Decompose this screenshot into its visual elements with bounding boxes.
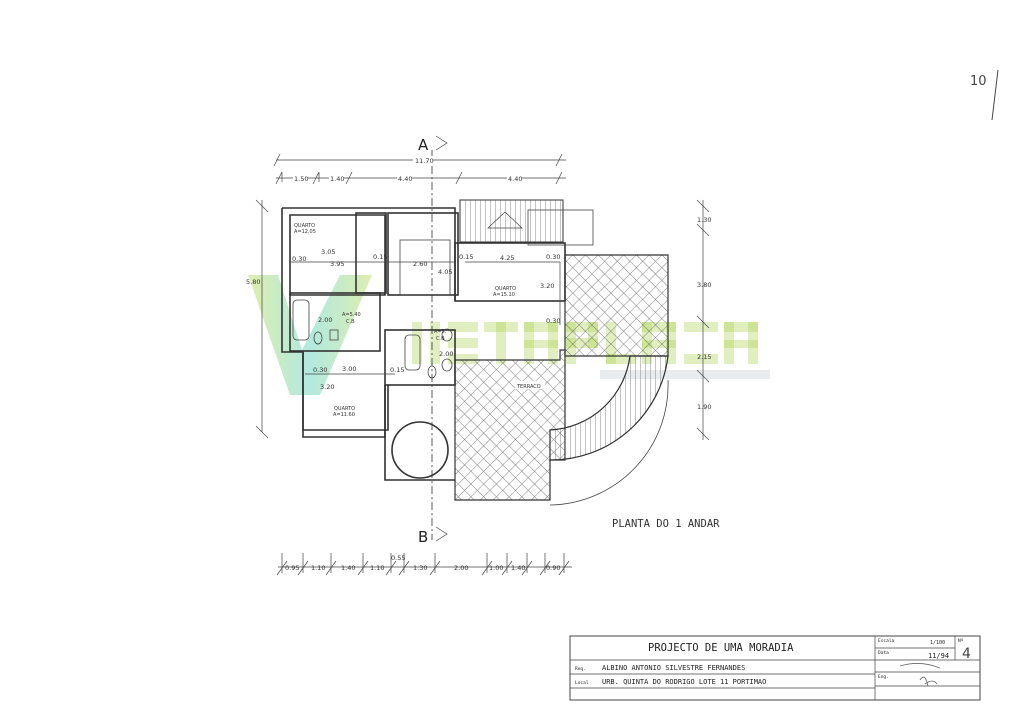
svg-text:Data: Data [878, 650, 889, 656]
svg-text:0.95: 0.95 [285, 564, 299, 572]
sheet-number: 4 [962, 646, 971, 662]
room-name: QUARTO [294, 223, 315, 229]
room-labels: QUARTO A=12.05 QUARTO A=15.10 QUARTO A=1… [294, 223, 545, 418]
title-block: PROJECTO DE UMA MORADIA Req. ALBINO ANTO… [569, 635, 981, 701]
svg-text:3.80: 3.80 [697, 281, 711, 289]
svg-text:Req.: Req. [575, 666, 586, 672]
svg-text:Escala: Escala [878, 638, 895, 644]
svg-text:A=5.40: A=5.40 [342, 312, 361, 318]
section-arrow-a [435, 135, 448, 151]
section-marker-a: A [418, 136, 429, 154]
svg-text:4.40: 4.40 [398, 175, 412, 183]
room-name: QUARTO [334, 406, 355, 412]
page-number: 10 [970, 74, 987, 89]
svg-text:1.00: 1.00 [489, 564, 503, 572]
top-dimensions: 11.70 1.50 1.40 4.40 4.40 [273, 153, 566, 185]
svg-text:1.90: 1.90 [697, 403, 711, 411]
svg-text:1.10: 1.10 [370, 564, 384, 572]
sanitary-fixtures [292, 299, 453, 379]
terrace-upper [564, 254, 669, 357]
svg-text:C.B: C.B [346, 319, 355, 325]
svg-text:Nº: Nº [958, 638, 964, 644]
room-area: A=15.10 [493, 292, 515, 298]
svg-text:C.B: C.B [436, 336, 445, 342]
section-arrow-b [435, 526, 448, 542]
svg-text:4.05: 4.05 [438, 268, 452, 276]
signature [899, 663, 941, 687]
room-name: QUARTO [495, 286, 516, 292]
scale: 1/100 [930, 640, 945, 646]
svg-text:1.30: 1.30 [697, 216, 711, 224]
svg-text:5.80: 5.80 [246, 278, 260, 286]
page-mark [991, 69, 999, 121]
svg-text:2.60: 2.60 [413, 260, 427, 268]
svg-text:Local: Local [575, 680, 589, 686]
svg-text:0.30: 0.30 [546, 253, 560, 261]
location: URB. QUINTA DO RODRIGO LOTE 11 PORTIMAO [602, 678, 766, 686]
svg-text:2.15: 2.15 [697, 353, 711, 361]
svg-text:0.90: 0.90 [546, 564, 560, 572]
svg-text:0.30: 0.30 [546, 317, 560, 325]
svg-text:1.40: 1.40 [330, 175, 344, 183]
svg-text:0.15: 0.15 [373, 253, 387, 261]
svg-text:1.50: 1.50 [294, 175, 308, 183]
svg-text:3.00: 3.00 [342, 365, 356, 373]
bottom-dimensions: 0.95 1.10 1.40 1.10 0.55 1.30 2.00 1.00 … [276, 553, 572, 576]
drawing-title: PLANTA DO 1 ANDAR [612, 518, 720, 530]
svg-text:2.00: 2.00 [439, 350, 453, 358]
inner-dimensions: 0.30 3.05 3.95 0.15 2.60 0.15 4.25 0.30 … [290, 248, 560, 391]
right-dimensions: 1.30 3.80 2.15 1.90 [696, 199, 711, 441]
svg-text:1.30: 1.30 [413, 564, 427, 572]
terrace [454, 349, 566, 501]
svg-text:3.05: 3.05 [321, 248, 335, 256]
svg-text:1.40: 1.40 [511, 564, 525, 572]
terrace-label: TERRACO [516, 384, 541, 390]
left-dimension: 5.80 [246, 199, 269, 439]
svg-text:A=5.: A=5. [434, 329, 447, 335]
svg-text:3.20: 3.20 [540, 282, 554, 290]
svg-text:1.10: 1.10 [311, 564, 325, 572]
project-title: PROJECTO DE UMA MORADIA [648, 642, 794, 654]
svg-text:0.30: 0.30 [292, 255, 306, 263]
section-marker-b: B [418, 528, 428, 546]
svg-text:0.30: 0.30 [313, 366, 327, 374]
svg-text:Eng.: Eng. [878, 674, 889, 680]
svg-text:2.00: 2.00 [454, 564, 468, 572]
svg-text:4.40: 4.40 [508, 175, 522, 183]
room-area: A=11.60 [333, 412, 355, 418]
svg-text:0.15: 0.15 [459, 253, 473, 261]
svg-text:11.70: 11.70 [415, 157, 434, 165]
svg-text:3.95: 3.95 [330, 260, 344, 268]
svg-text:1.40: 1.40 [341, 564, 355, 572]
svg-text:3.20: 3.20 [320, 383, 334, 391]
svg-text:4.25: 4.25 [500, 254, 514, 262]
round-planter [391, 421, 449, 479]
svg-text:2.00: 2.00 [318, 316, 332, 324]
date: 11/94 [928, 652, 949, 660]
svg-text:0.15: 0.15 [390, 366, 404, 374]
requerente: ALBINO ANTONIO SILVESTRE FERNANDES [602, 664, 745, 672]
svg-text:0.55: 0.55 [391, 554, 405, 562]
stair-top [459, 199, 564, 243]
curved-stair [549, 355, 669, 461]
room-area: A=12.05 [294, 229, 316, 235]
